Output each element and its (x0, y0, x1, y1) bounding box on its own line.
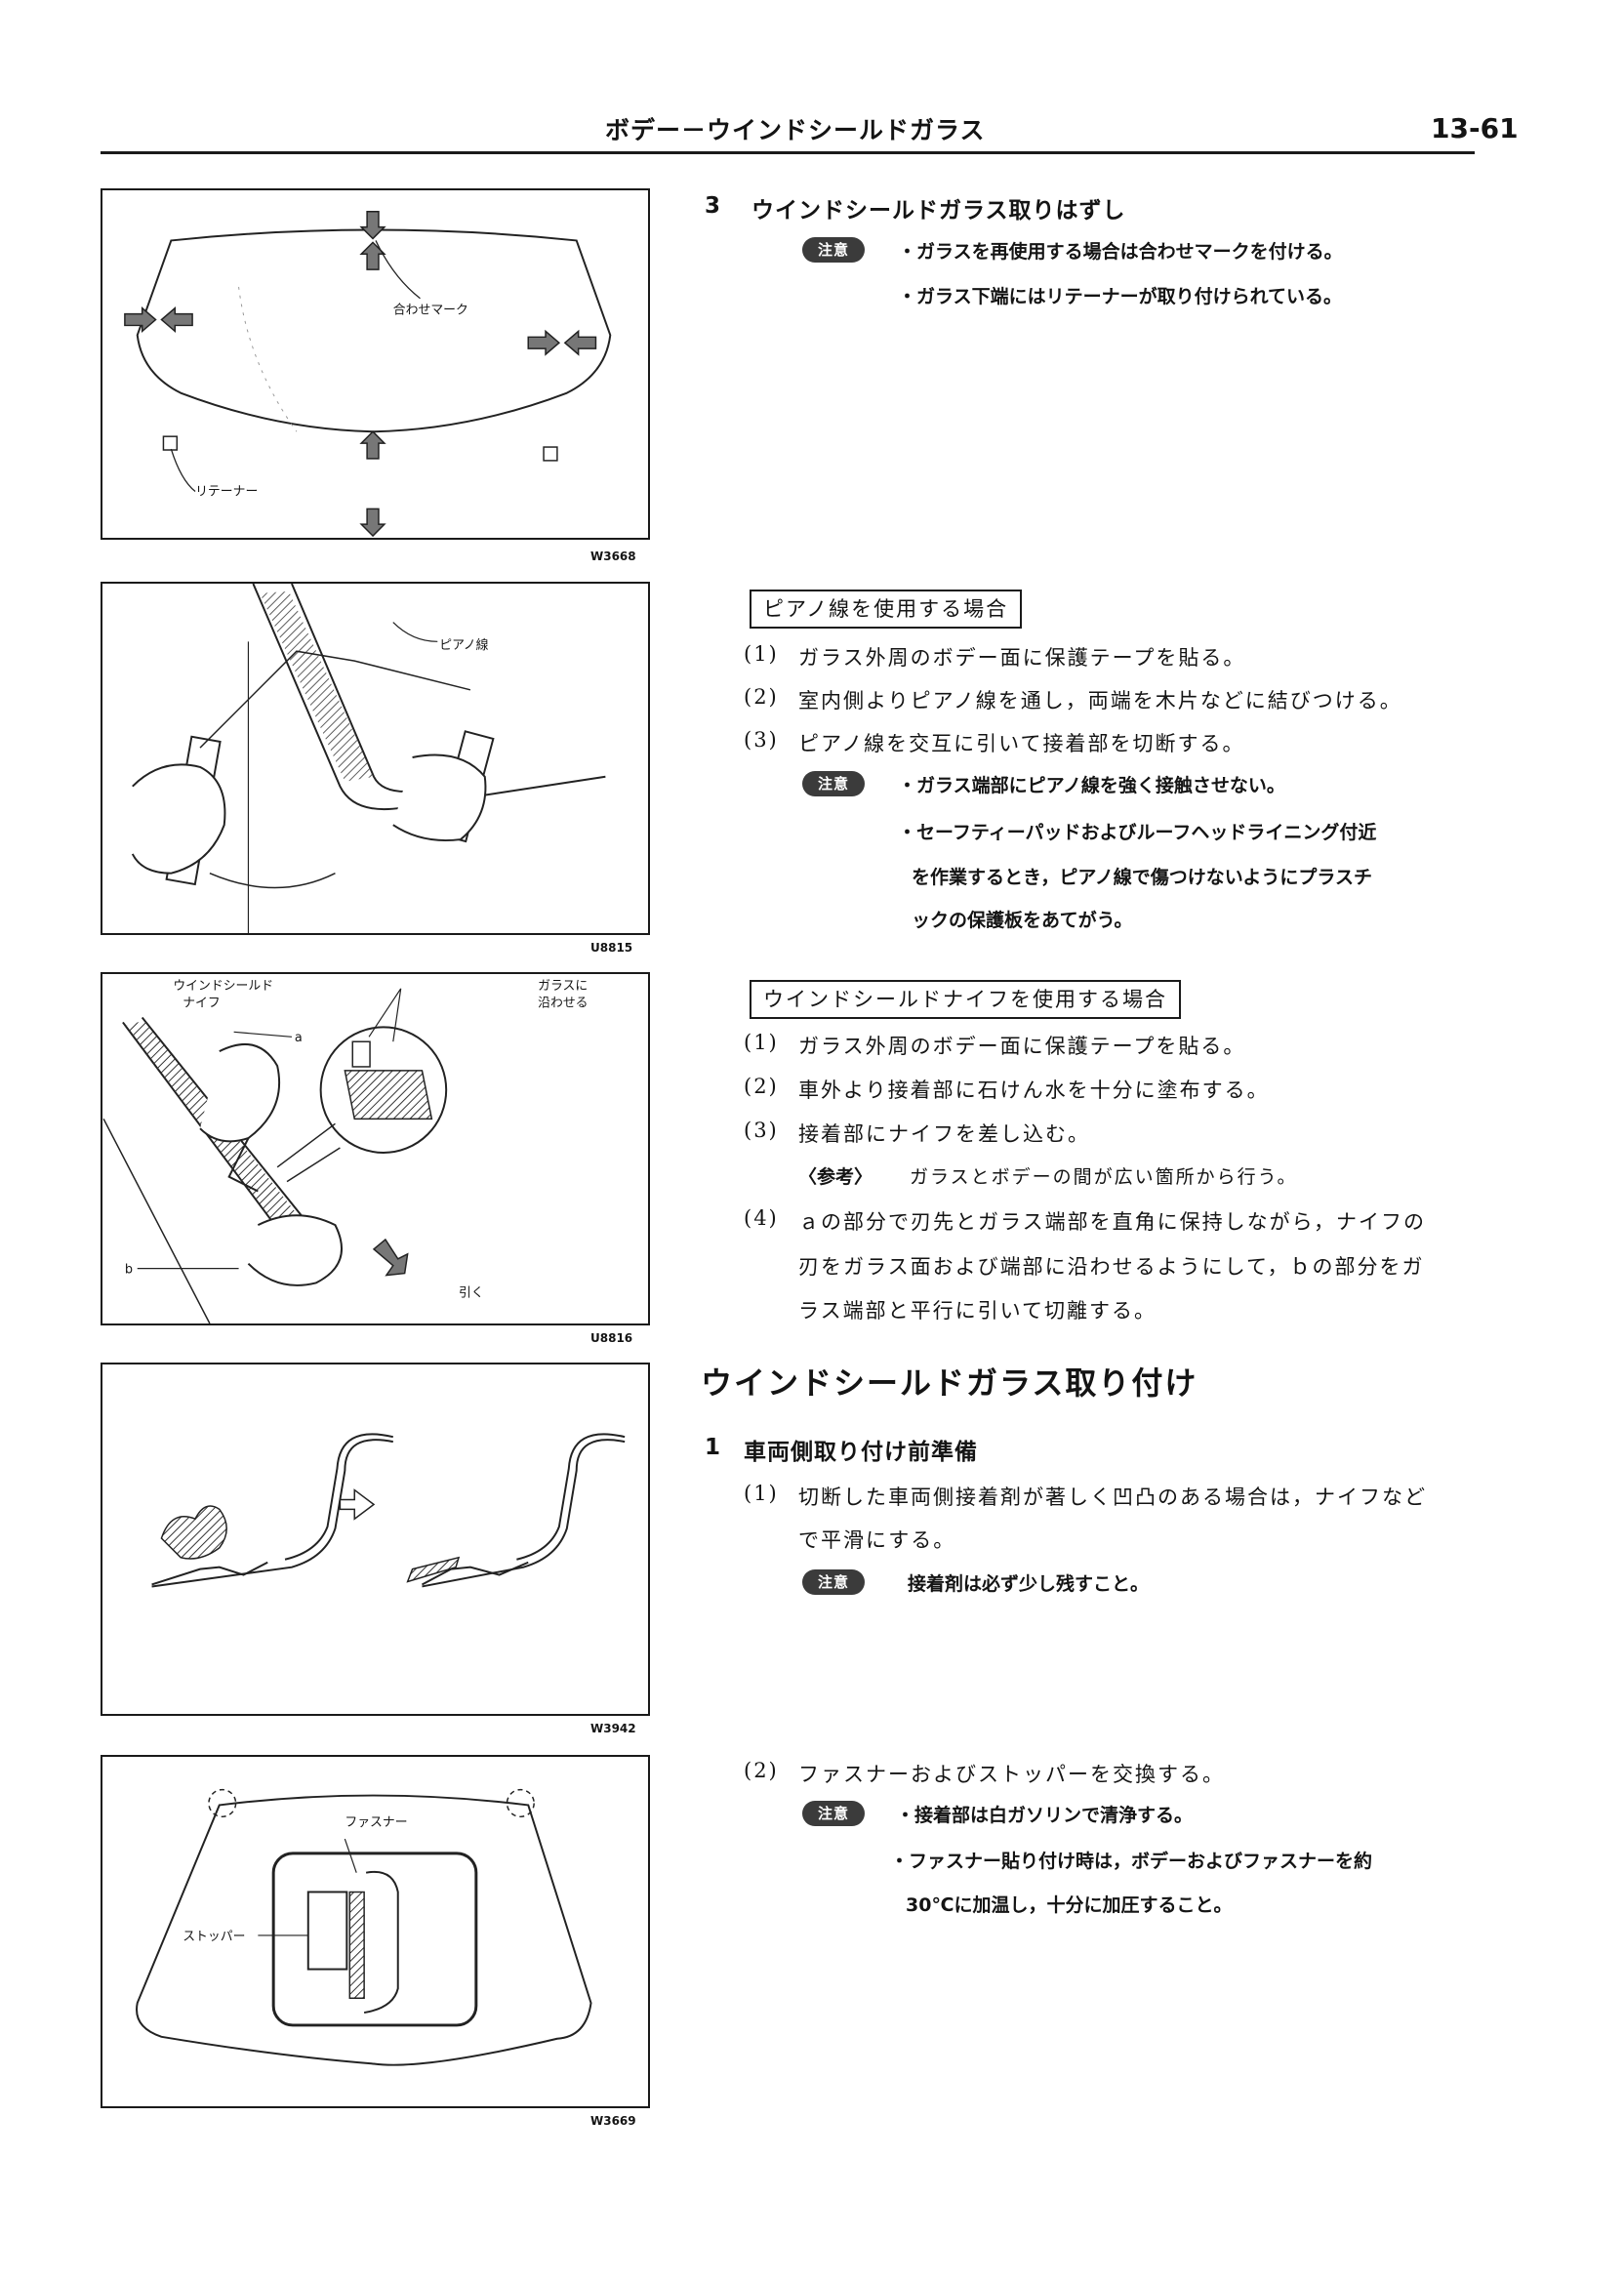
figure-code: W3942 (590, 1722, 636, 1735)
caution-badge: 注意 (802, 1801, 865, 1826)
piano-wire-note: ・ガラス端部にピアノ線を強く接触させない。 (898, 775, 1285, 796)
label-alignment-mark: 合わせマーク (393, 304, 468, 318)
piano-wire-drawing: ピアノ線 (131, 584, 606, 933)
install-note: 30℃に加温し，十分に加圧すること。 (906, 1894, 1233, 1916)
reference-label: 〈参考〉 (798, 1166, 873, 1188)
label-stopper: ストッパー (183, 1930, 245, 1944)
caution-badge: 注意 (802, 1569, 865, 1595)
label-retainer: リテーナー (195, 484, 258, 499)
step-text: ガラス外周のボデー面に保護テープを貼る。 (798, 646, 1246, 670)
figure-code: U8816 (590, 1331, 633, 1345)
caution-badge: 注意 (802, 771, 865, 796)
figure-fastener-stopper: ファスナー ストッパー W3669 (101, 1755, 650, 2128)
figure-windshield-marks: 合わせマーク リテーナー W3668 (101, 188, 650, 563)
header-rule (101, 151, 1475, 154)
step-text: 室内側よりピアノ線を通し，両端を木片などに結びつける。 (798, 689, 1402, 712)
piano-wire-box-label: ピアノ線を使用する場合 (750, 590, 1023, 629)
label-knife-line2: ナイフ (183, 997, 221, 1011)
piano-wire-note: を作業するとき，ピアノ線で傷つけないようにプラスチ (912, 867, 1372, 888)
step-number: (3) (744, 728, 779, 752)
step-number: (1) (744, 1031, 779, 1054)
adhesive-smoothing-drawing (151, 1433, 626, 1588)
label-glass-line2: 沿わせる (538, 997, 588, 1011)
step-text: ガラス外周のボデー面に保護テープを貼る。 (798, 1035, 1246, 1058)
label-b: b (125, 1263, 133, 1278)
step-text: 車外より接着部に石けん水を十分に塗布する。 (798, 1079, 1270, 1102)
label-fastener: ファスナー (345, 1815, 407, 1830)
step-number: (4) (744, 1206, 779, 1230)
step-text: 切断した車両側接着剤が著しく凹凸のある場合は，ナイフなど (798, 1486, 1427, 1509)
step-text: ａの部分で刃先とガラス端部を直角に保持しながら，ナイフの (798, 1210, 1426, 1234)
caution-badge: 注意 (802, 237, 865, 263)
install-note: 接着剤は必ず少し残すこと。 (908, 1573, 1150, 1595)
fastener-stopper-drawing: ファスナー ストッパー (136, 1788, 592, 2066)
figure-code: W3668 (590, 550, 636, 563)
windshield-marks-drawing: 合わせマーク リテーナー (124, 211, 612, 538)
step-text: ファスナーおよびストッパーを交換する。 (798, 1763, 1225, 1786)
removal-heading: ウインドシールドガラス取りはずし (751, 198, 1126, 224)
step-text: ラス端部と平行に引いて切離する。 (798, 1299, 1157, 1323)
label-a: a (295, 1031, 303, 1045)
removal-note: ・ガラス下端にはリテーナーが取り付けられている。 (898, 286, 1343, 307)
step-text: 接着部にナイフを差し込む。 (798, 1122, 1090, 1146)
step-number: (2) (744, 1075, 779, 1098)
install-title: ウインドシールドガラス取り付け (701, 1364, 1198, 1402)
removal-number: 3 (705, 193, 721, 219)
figure-adhesive-smoothing: W3942 (101, 1363, 650, 1735)
step-text: で平滑にする。 (798, 1528, 956, 1552)
page-header-title: ボデー－ウインドシールドガラス (605, 116, 986, 144)
step-number: (1) (744, 1482, 779, 1505)
figure-piano-wire: ピアノ線 U8815 (101, 582, 650, 955)
knife-box-label: ウインドシールドナイフを使用する場合 (750, 980, 1181, 1019)
step-number: (1) (744, 642, 779, 666)
label-glass-line1: ガラスに (538, 979, 588, 994)
step-number: (2) (744, 685, 779, 709)
windshield-knife-drawing: ウインドシールド ナイフ ガラスに 沿わせる a b 引く (102, 979, 589, 1323)
label-piano-wire: ピアノ線 (439, 637, 488, 653)
label-pull: 引く (459, 1285, 484, 1300)
reference-text: ガラスとボデーの間が広い箇所から行う。 (910, 1166, 1298, 1188)
install-note: ・ファスナー貼り付け時は，ボデーおよびファスナーを約 (890, 1851, 1373, 1872)
piano-wire-note: ・セーフティーパッドおよびルーフヘッドライニング付近 (898, 822, 1377, 843)
step-number: (3) (744, 1119, 779, 1142)
piano-wire-note: ックの保護板をあてがう。 (912, 910, 1133, 931)
figure-windshield-knife: ウインドシールド ナイフ ガラスに 沿わせる a b 引く U8816 (101, 972, 650, 1345)
removal-note: ・ガラスを再使用する場合は合わせマークを付ける。 (898, 241, 1343, 263)
step-text: ピアノ線を交互に引いて接着部を切断する。 (798, 732, 1245, 755)
install-section-number: 1 (705, 1435, 721, 1460)
step-text: 刃をガラス面および端部に沿わせるようにして，ｂの部分をガ (798, 1255, 1425, 1279)
install-section-heading: 車両側取り付け前準備 (744, 1440, 978, 1465)
page-number: 13-61 (1431, 112, 1519, 144)
figure-code: U8815 (590, 941, 633, 955)
figure-code: W3669 (590, 2114, 636, 2128)
install-note: ・接着部は白ガソリンで清浄する。 (896, 1805, 1194, 1826)
step-number: (2) (744, 1759, 779, 1782)
label-knife-line1: ウインドシールド (173, 979, 273, 994)
